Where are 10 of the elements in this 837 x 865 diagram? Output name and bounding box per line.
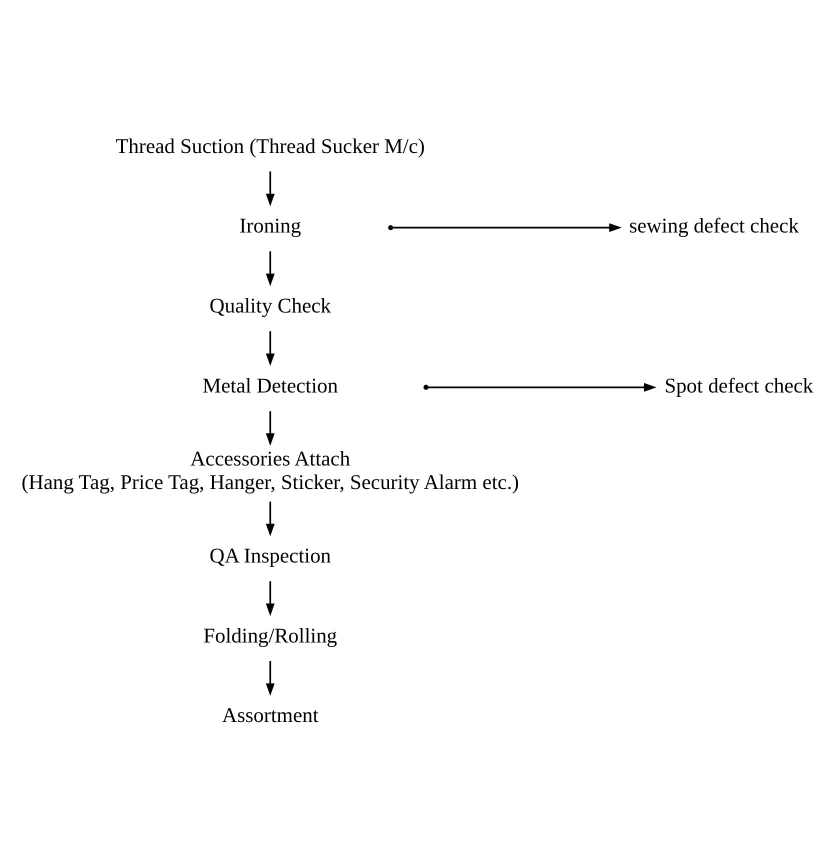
node-text: Accessories Attach (Hang Tag, Price Tag, Hanger, Sticker, Security Alarm etc.) (21, 446, 520, 494)
node-text: Ironing (239, 214, 302, 238)
node-text: Metal Detection (202, 373, 338, 398)
node-text: Spot defect check (664, 373, 814, 398)
node-text: Assortment (222, 703, 319, 728)
node-text: QA Inspection (209, 543, 332, 568)
node-text: Thread Suction (Thread Sucker M/c) (116, 134, 425, 158)
node-text: sewing defect check (629, 214, 799, 238)
node-text: Folding/Rolling (203, 623, 338, 648)
node-text: Quality Check (209, 293, 332, 318)
